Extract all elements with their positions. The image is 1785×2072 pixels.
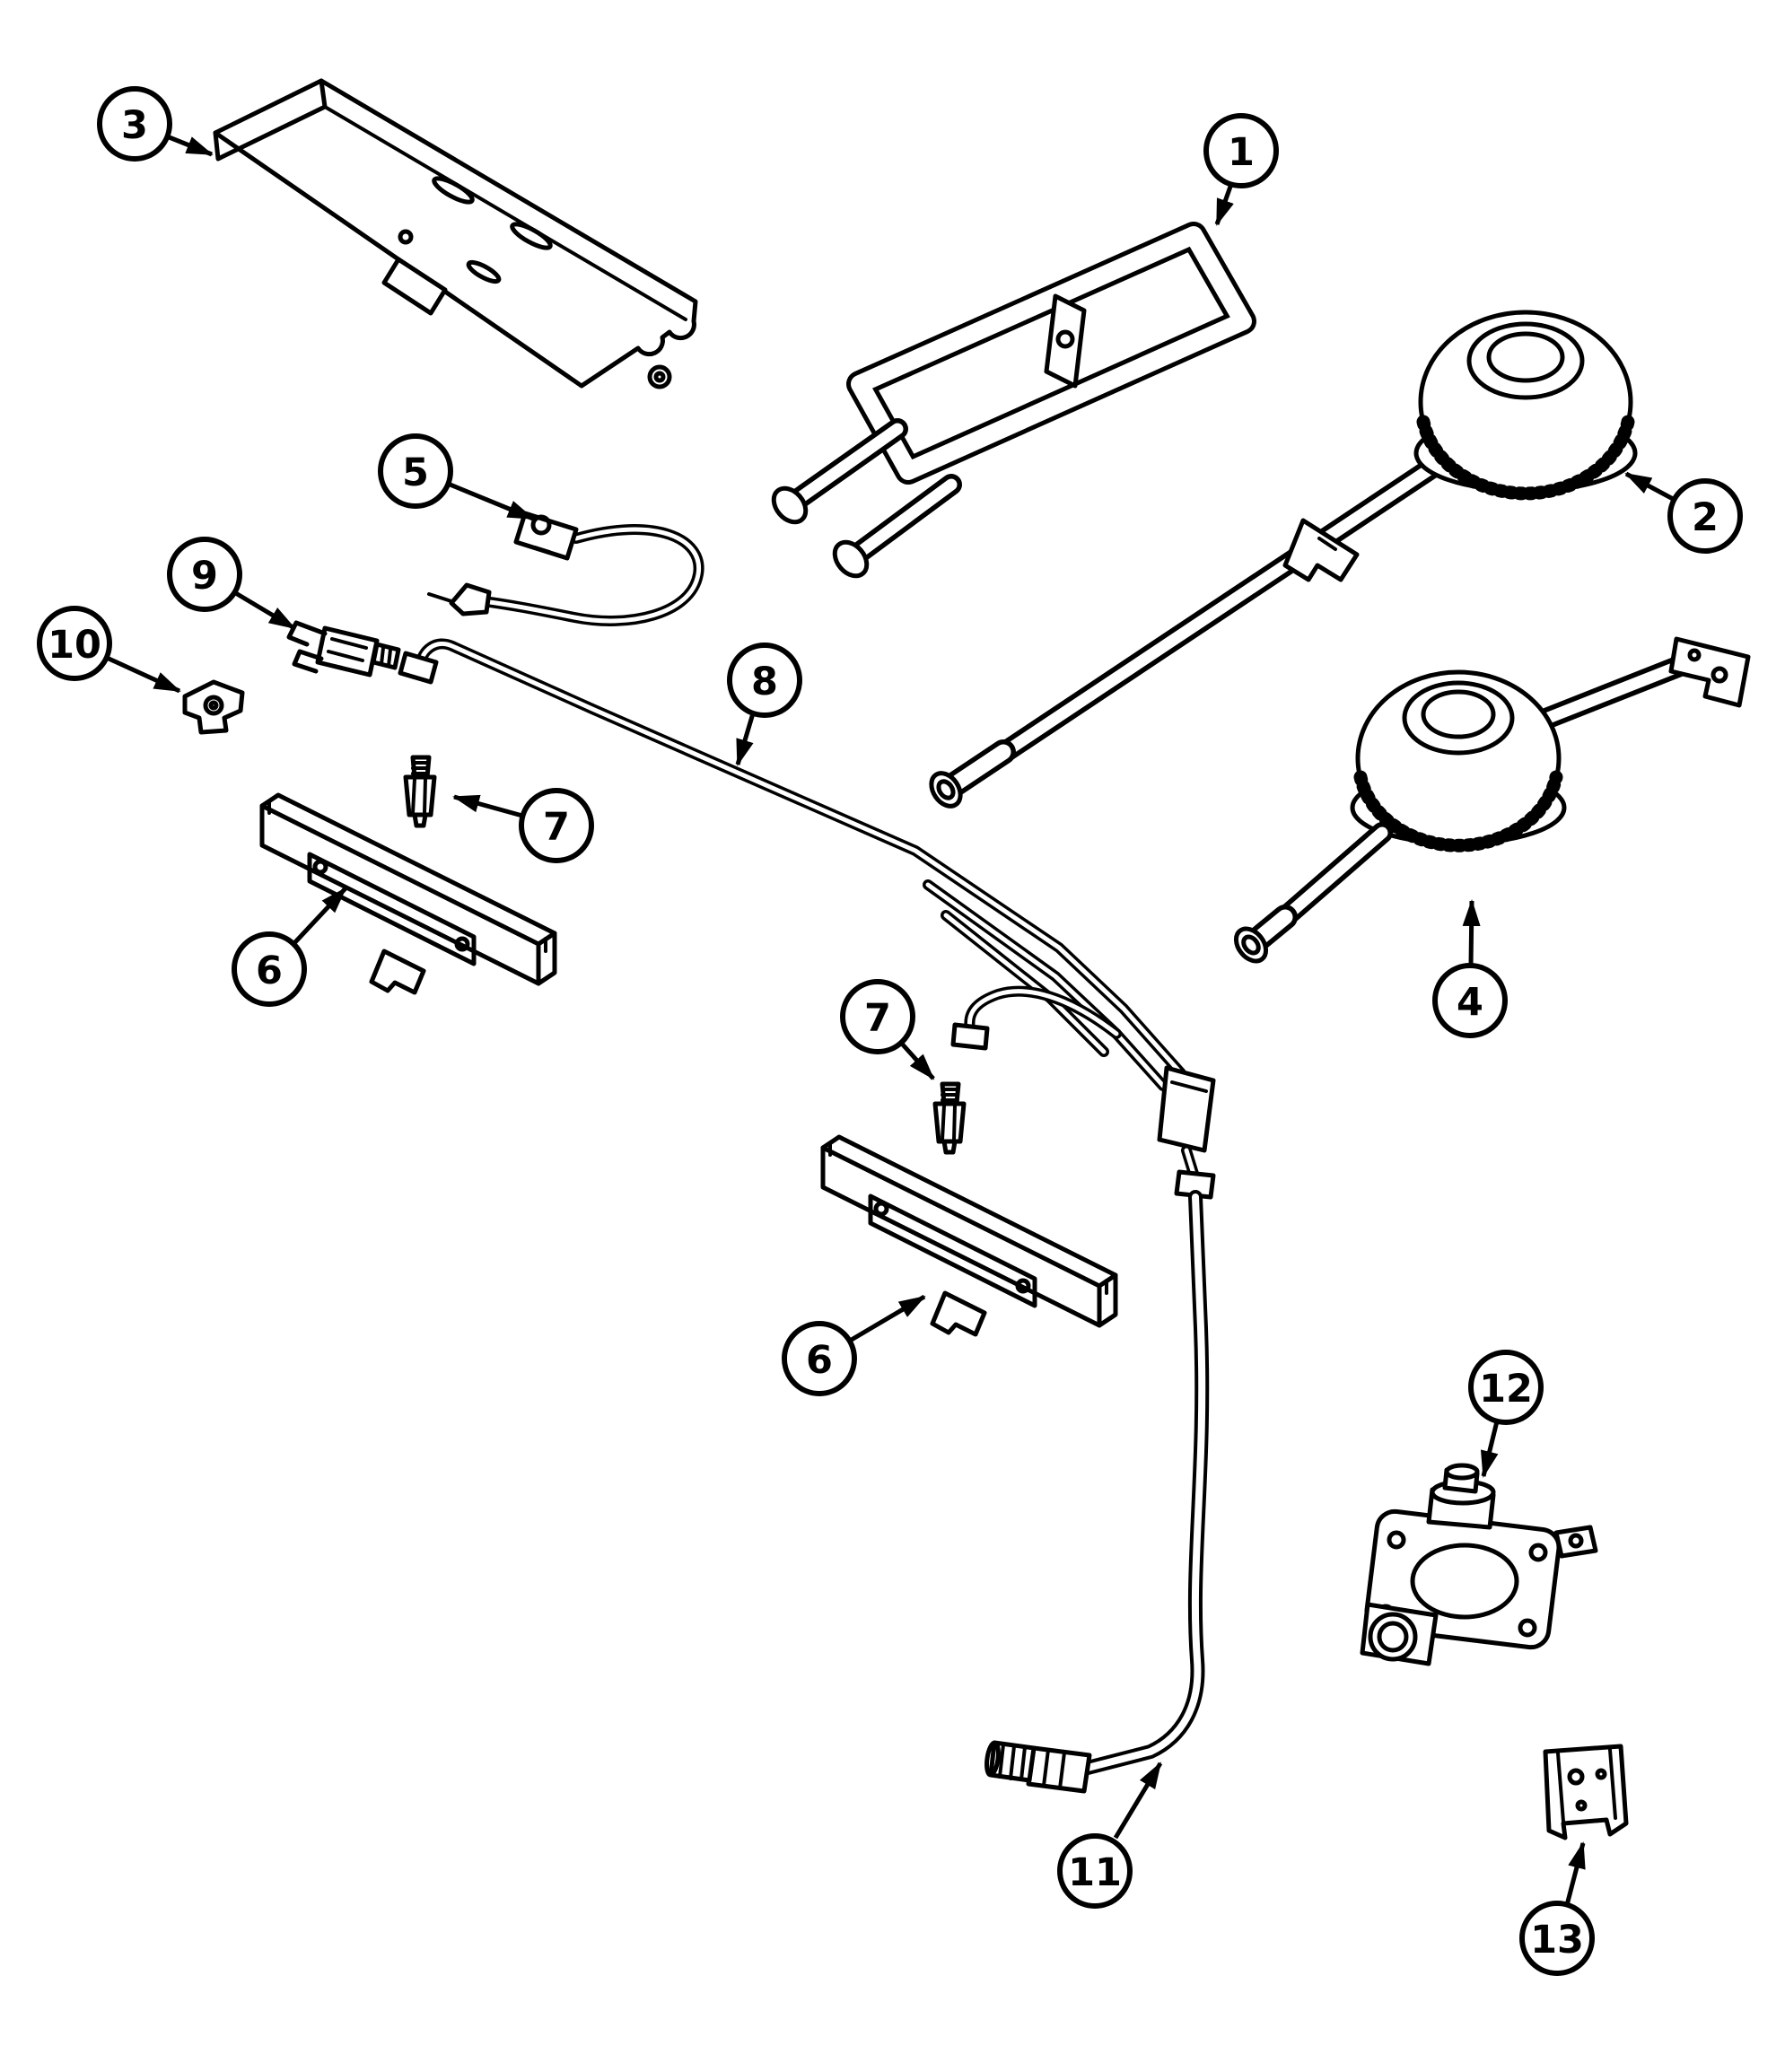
- callout-2: 2: [1624, 471, 1743, 554]
- part-orifice-spud-upper: [406, 757, 434, 826]
- part-heat-shield: [213, 78, 698, 389]
- callout-7-lower: 7: [840, 979, 935, 1080]
- callout-9: 9: [167, 537, 296, 631]
- callout-11: 11: [1057, 1762, 1163, 1909]
- part-supply-pipe: [984, 1169, 1216, 1794]
- part-surface-burner-manifold: [771, 222, 1256, 579]
- callout-4: 4: [1432, 899, 1508, 1038]
- callout-6-upper: 6: [232, 887, 347, 1007]
- part-orifice-spud-lower: [935, 1084, 964, 1152]
- callout-4-label: 4: [1457, 980, 1483, 1025]
- callout-8: 8: [727, 643, 802, 766]
- callout-6-upper-label: 6: [256, 949, 283, 993]
- callouts: 3 1 2 5 9 10 8: [37, 86, 1743, 1976]
- part-pressure-regulator: [1360, 1463, 1598, 1666]
- part-mounting-bracket: [1543, 1744, 1629, 1840]
- part-burner-head-lower: [1233, 636, 1751, 964]
- callout-13: 13: [1519, 1841, 1595, 1976]
- callout-10: 10: [37, 606, 181, 694]
- callout-7-lower-label: 7: [864, 996, 891, 1041]
- callout-5: 5: [378, 433, 535, 521]
- callout-11-label: 11: [1068, 1850, 1122, 1895]
- part-spark-igniter: [286, 620, 401, 678]
- part-wire-clip: [182, 679, 245, 735]
- part-burner-head-right: [929, 310, 1638, 809]
- callout-1: 1: [1203, 113, 1279, 226]
- callout-12: 12: [1468, 1350, 1544, 1478]
- callout-12-label: 12: [1479, 1367, 1533, 1412]
- callout-3: 3: [97, 86, 214, 162]
- callout-6-lower: 6: [782, 1294, 926, 1396]
- callout-5-label: 5: [402, 450, 429, 495]
- callout-2-label: 2: [1692, 495, 1719, 540]
- callout-10-label: 10: [48, 623, 101, 668]
- callout-6-lower-label: 6: [806, 1338, 833, 1383]
- callout-1-label: 1: [1228, 130, 1255, 175]
- callout-7-upper: 7: [452, 788, 594, 863]
- part-igniter-wire: [427, 511, 704, 626]
- callout-8-label: 8: [751, 660, 778, 704]
- callout-13-label: 13: [1530, 1918, 1584, 1963]
- part-spark-switch-bar-lower: [823, 1137, 1116, 1334]
- callout-9-label: 9: [191, 554, 218, 599]
- callout-7-upper-label: 7: [543, 805, 570, 850]
- callout-3-label: 3: [121, 103, 148, 148]
- part-gas-tubing: [398, 638, 1216, 1179]
